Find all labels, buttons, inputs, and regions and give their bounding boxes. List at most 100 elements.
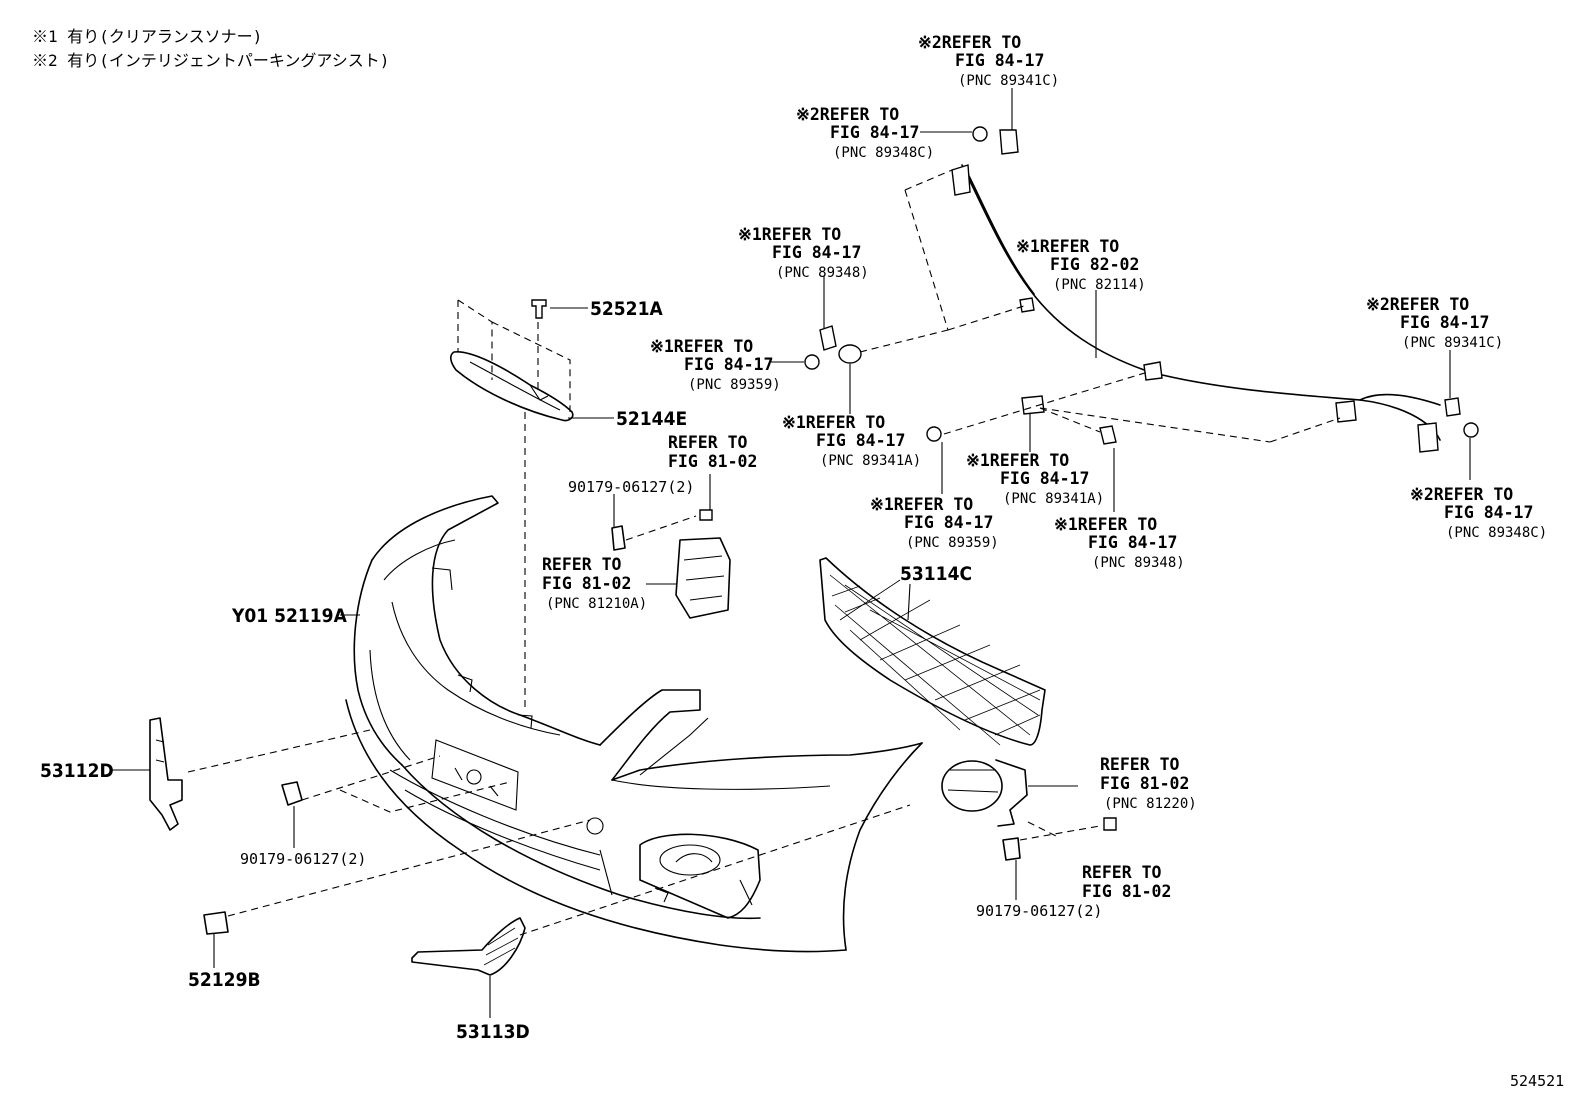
fig-ref: FIG 84-17 — [904, 513, 993, 532]
svg-text:※2REFER TO: ※2REFER TO — [1366, 295, 1469, 314]
pnc-ref: (PNC 89348C) — [833, 145, 934, 161]
callout-89359-left: ※1REFER TO FIG 84-17 (PNC 89359) — [650, 337, 781, 393]
center-lamp-drawing — [675, 537, 731, 619]
pnc-ref: (PNC 89341A) — [820, 453, 921, 469]
callout-81210a: REFER TO FIG 81-02 (PNC 81210A) — [542, 555, 647, 612]
fig-ref: FIG 82-02 — [1050, 255, 1139, 274]
part-number-52521a: 52521A — [590, 298, 663, 320]
svg-text:※1REFER TO: ※1REFER TO — [782, 413, 885, 432]
retainer-left-drawing — [281, 781, 303, 806]
part-number-90179-right: 90179-06127(2) — [976, 902, 1102, 920]
sonar-sensors-drawing — [804, 126, 1479, 445]
part-number-52119a: Y01 52119A — [231, 605, 348, 627]
part-number-52129b: 52129B — [188, 969, 261, 991]
refer-to-text: REFER TO — [1100, 755, 1180, 774]
part-number-90179-center: 90179-06127(2) — [568, 478, 694, 496]
mark: ※1 — [870, 495, 894, 514]
mark: ※1 — [782, 413, 806, 432]
wire-harness-drawing — [951, 164, 1441, 453]
fig-ref: FIG 81-02 — [542, 574, 631, 593]
mark: ※1 — [738, 225, 762, 244]
pnc-ref: (PNC 81220) — [1104, 796, 1197, 812]
retainer-right-drawing — [1002, 817, 1117, 861]
refer-to-text: REFER TO — [762, 225, 842, 244]
callout-89341c-top: ※2REFER TO FIG 84-17 (PNC 89341C) — [918, 33, 1059, 89]
callout-89341a-right: ※1REFER TO FIG 84-17 (PNC 89341A) — [966, 451, 1104, 507]
tow-hook-cover-drawing — [203, 911, 229, 935]
svg-text:※2REFER TO: ※2REFER TO — [918, 33, 1021, 52]
fig-ref: FIG 81-02 — [668, 452, 757, 471]
pnc-ref: (PNC 89348) — [1092, 555, 1185, 571]
refer-to-text: REFER TO — [1040, 237, 1120, 256]
pnc-ref: (PNC 81210A) — [546, 596, 647, 612]
note-2: ※2 有り(インテリジェントパーキングアシスト) — [32, 51, 389, 70]
pnc-ref: (PNC 89348) — [776, 265, 869, 281]
note-1: ※1 有り(クリアランスソナー) — [32, 27, 262, 46]
fig-ref: FIG 84-17 — [1000, 469, 1089, 488]
refer-to-text: REFER TO — [1390, 295, 1470, 314]
refer-to-text: REFER TO — [894, 495, 974, 514]
refer-to-text: REFER TO — [806, 413, 886, 432]
callout-89348-upper: ※1REFER TO FIG 84-17 (PNC 89348) — [738, 225, 869, 281]
mark: ※1 — [1054, 515, 1078, 534]
lower-grille-drawing — [819, 557, 1046, 746]
refer-to-text: REFER TO — [990, 451, 1070, 470]
part-number-52144e: 52144E — [616, 408, 687, 430]
illustration-id: 524521 — [1510, 1072, 1564, 1090]
fig-ref: FIG 84-17 — [684, 355, 773, 374]
fig-ref: FIG 84-17 — [772, 243, 861, 262]
dashed-connectors — [187, 169, 1341, 936]
svg-text:※2REFER TO: ※2REFER TO — [796, 105, 899, 124]
mark: ※1 — [650, 337, 674, 356]
refer-to-text: REFER TO — [1078, 515, 1158, 534]
callout-89348-lower: ※1REFER TO FIG 84-17 (PNC 89348) — [1054, 515, 1185, 571]
pnc-ref: (PNC 89341A) — [1003, 491, 1104, 507]
pnc-ref: (PNC 89359) — [906, 535, 999, 551]
mark: ※2 — [918, 33, 942, 52]
clip-52521a-drawing — [531, 299, 547, 319]
pnc-ref: (PNC 89348C) — [1446, 525, 1547, 541]
callout-82114: ※1REFER TO FIG 82-02 (PNC 82114) — [1016, 237, 1146, 293]
refer-to-text: REFER TO — [542, 555, 622, 574]
mark: ※2 — [1410, 485, 1434, 504]
refer-to-text: REFER TO — [942, 33, 1022, 52]
refer-to-text: REFER TO — [1434, 485, 1514, 504]
svg-text:※1REFER TO: ※1REFER TO — [650, 337, 753, 356]
pnc-ref: (PNC 82114) — [1053, 277, 1146, 293]
leader-lines — [110, 88, 1471, 1018]
callout-89348c-right: ※2REFER TO FIG 84-17 (PNC 89348C) — [1410, 485, 1547, 541]
fig-ref: FIG 84-17 — [1444, 503, 1533, 522]
part-number-53112d: 53112D — [40, 760, 114, 782]
pnc-ref: (PNC 89359) — [688, 377, 781, 393]
side-bracket-left-drawing — [149, 717, 183, 831]
fig-ref: FIG 84-17 — [1088, 533, 1177, 552]
callout-89359-right: ※1REFER TO FIG 84-17 (PNC 89359) — [870, 495, 999, 551]
svg-text:※1REFER TO: ※1REFER TO — [870, 495, 973, 514]
svg-text:※2REFER TO: ※2REFER TO — [1410, 485, 1513, 504]
mark: ※1 — [966, 451, 990, 470]
fig-ref: FIG 84-17 — [830, 123, 919, 142]
fig-ref: FIG 81-02 — [1100, 774, 1189, 793]
svg-text:※1REFER TO: ※1REFER TO — [1016, 237, 1119, 256]
callout-81220: REFER TO FIG 81-02 (PNC 81220) — [1100, 755, 1197, 812]
svg-text:※1REFER TO: ※1REFER TO — [1054, 515, 1157, 534]
mark: ※2 — [1366, 295, 1390, 314]
upper-garnish-drawing — [450, 351, 574, 422]
part-number-53113d: 53113D — [456, 1021, 530, 1043]
callout-89348c-top: ※2REFER TO FIG 84-17 (PNC 89348C) — [796, 105, 934, 161]
part-number-90179-left: 90179-06127(2) — [240, 850, 366, 868]
retainer-center-drawing — [611, 509, 713, 551]
fog-lamp-drawing — [941, 759, 1028, 827]
fig-ref: FIG 84-17 — [816, 431, 905, 450]
refer-to-text: REFER TO — [668, 433, 748, 452]
refer-to-text: REFER TO — [820, 105, 900, 124]
callout-81-02-bottom: REFER TO FIG 81-02 — [1082, 863, 1171, 901]
callout-81-02-center: REFER TO FIG 81-02 — [668, 433, 757, 471]
pnc-ref: (PNC 89341C) — [958, 73, 1059, 89]
svg-text:※1REFER TO: ※1REFER TO — [738, 225, 841, 244]
pnc-ref: (PNC 89341C) — [1402, 335, 1503, 351]
side-bracket-lower-drawing — [411, 917, 526, 976]
refer-to-text: REFER TO — [1082, 863, 1162, 882]
mark: ※2 — [796, 105, 820, 124]
